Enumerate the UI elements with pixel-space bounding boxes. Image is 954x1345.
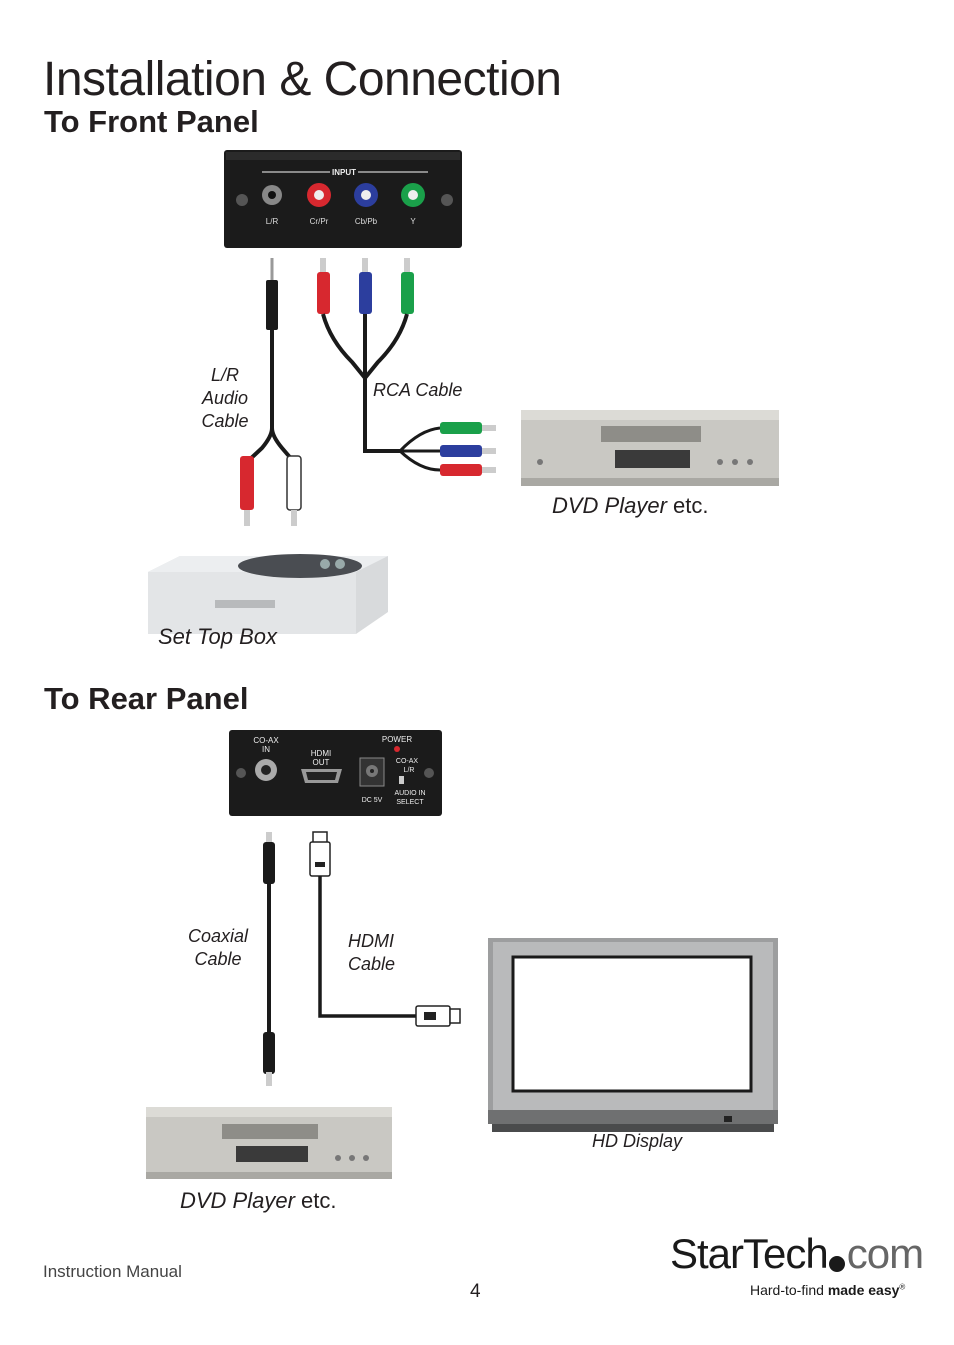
coax-in-label-line1: CO-AX (253, 736, 279, 745)
logo-wordmark-part2: com (846, 1230, 924, 1277)
logo-tagline-bold: made easy (827, 1282, 900, 1298)
dvd-player-label-suffix: etc. (294, 1188, 337, 1213)
hdmi-out-label-line1: HDMI (311, 749, 331, 758)
converter-front-panel: INPUT L/R Cr/Pr Cb/Pb Y (224, 150, 462, 248)
coax-in-label-line2: IN (262, 745, 270, 754)
input-label: INPUT (332, 168, 356, 177)
converter-rear-panel: CO-AX IN HDMI OUT POWER CO-AX L/R DC 5V … (229, 730, 442, 816)
label-line: Cable (348, 954, 396, 974)
set-top-box-image (148, 554, 388, 634)
front-panel-heading: To Front Panel (44, 104, 259, 139)
port-label-crpr: Cr/Pr (310, 217, 329, 226)
dvd-player-label: DVD Player etc. (552, 494, 709, 517)
port-label-y: Y (410, 217, 416, 226)
dvd-player-label: DVD Player etc. (180, 1189, 337, 1212)
power-led-icon (394, 746, 400, 752)
coaxial-cable (263, 832, 275, 1086)
rca-cable-label: RCA Cable (373, 380, 463, 400)
screw-icon (236, 194, 248, 206)
logo-tagline-plain: Hard-to-find (750, 1282, 828, 1298)
lr-audio-cable-label: L/R Audio Cable (200, 364, 250, 433)
lr-audio-cable (240, 258, 302, 526)
hdmi-cable (309, 831, 461, 1027)
audio-select-switch-icon (399, 776, 404, 784)
startech-logo: StarTech com Hard-to-find made easy® (670, 1230, 924, 1302)
screw-icon (424, 768, 434, 778)
coax-lr-label-line1: CO-AX (396, 758, 419, 765)
footer-manual-label: Instruction Manual (43, 1262, 182, 1281)
label-line: Cable (194, 949, 242, 969)
dvd-player-label-suffix: etc. (666, 493, 709, 518)
set-top-box-label: Set Top Box (158, 624, 278, 649)
hdmi-out-label-line2: OUT (313, 758, 330, 767)
port-label-lr: L/R (266, 217, 279, 226)
dc5v-label: DC 5V (362, 797, 383, 804)
page-number: 4 (470, 1281, 481, 1302)
coax-lr-label-line2: L/R (404, 767, 415, 774)
rear-panel-heading: To Rear Panel (44, 681, 249, 716)
label-line: HDMI (348, 931, 394, 951)
hd-display-image (488, 938, 778, 1132)
logo-wordmark-part1: StarTech (670, 1230, 829, 1277)
power-label: POWER (382, 735, 412, 744)
port-label-cbpb: Cb/Pb (355, 217, 378, 226)
page-title: Installation & Connection (43, 53, 562, 106)
label-line: Audio (201, 388, 249, 408)
screw-icon (236, 768, 246, 778)
dvd-player-label-name: DVD Player (552, 493, 667, 518)
label-line: L/R (210, 365, 239, 385)
dvd-player-image (521, 410, 779, 486)
hd-display-label: HD Display (592, 1131, 683, 1151)
coaxial-cable-label: Coaxial Cable (186, 925, 250, 971)
audio-in-label-line1: AUDIO IN (394, 790, 425, 797)
audio-in-label-line2: SELECT (396, 799, 424, 806)
rca-cable (317, 258, 496, 476)
remote-control-icon (238, 554, 362, 578)
screw-icon (441, 194, 453, 206)
dvd-player-image (146, 1107, 392, 1179)
logo-tagline: Hard-to-find made easy® (750, 1282, 905, 1298)
dvd-player-label-name: DVD Player (180, 1188, 295, 1213)
hdmi-cable-label: HDMI Cable (348, 930, 395, 976)
logo-wordmark: StarTech com (670, 1230, 924, 1278)
logo-tagline-mark: ® (899, 1282, 906, 1292)
label-line: Cable (201, 411, 249, 431)
label-line: Coaxial (187, 926, 249, 946)
logo-dot-icon (828, 1256, 845, 1272)
